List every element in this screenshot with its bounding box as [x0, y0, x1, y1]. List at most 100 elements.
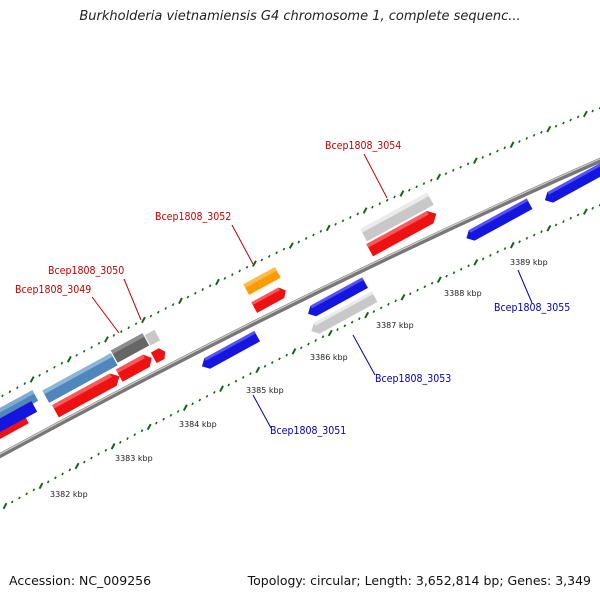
- minor-tick: [422, 182, 426, 185]
- gene-label-bcep1808-3049[interactable]: Bcep1808_3049: [15, 284, 91, 296]
- major-tick: [473, 157, 478, 164]
- minor-tick: [238, 269, 241, 273]
- map-title: Burkholderia vietnamiensis G4 chromosome…: [79, 9, 521, 24]
- minor-tick: [118, 440, 122, 444]
- minor-tick: [385, 198, 389, 202]
- minor-tick: [164, 307, 167, 310]
- gene-bar-forward[interactable]: [52, 370, 123, 418]
- minor-tick: [234, 379, 238, 383]
- minor-tick: [127, 326, 130, 330]
- minor-tick: [562, 121, 565, 125]
- gene-bar-reverse[interactable]: [464, 198, 533, 243]
- minor-tick: [314, 339, 318, 342]
- gene-label-bcep1808-3053[interactable]: Bcep1808_3053: [375, 373, 451, 385]
- minor-tick: [371, 205, 374, 209]
- gene-bar-forward[interactable]: [115, 352, 155, 382]
- major-tick: [38, 482, 44, 490]
- minor-tick: [387, 302, 390, 306]
- gene-bar-forward[interactable]: [251, 285, 288, 313]
- minor-tick: [54, 476, 57, 480]
- minor-tick: [38, 373, 41, 377]
- minor-tick: [554, 124, 558, 128]
- minor-tick: [104, 448, 108, 452]
- minor-tick: [503, 146, 507, 150]
- scale-label-3388: 3388 kbp: [444, 289, 482, 298]
- major-tick: [364, 311, 370, 319]
- minor-tick: [213, 391, 216, 394]
- minor-tick: [356, 212, 360, 216]
- reverse-tick-track: [2, 203, 600, 510]
- minor-tick: [134, 322, 138, 326]
- minor-tick: [496, 250, 500, 254]
- major-tick: [399, 190, 405, 197]
- gene-bar-steel[interactable]: [42, 353, 118, 403]
- gene-bar-reverse[interactable]: [0, 401, 38, 433]
- major-tick: [473, 259, 479, 266]
- major-tick: [400, 294, 406, 301]
- minor-tick: [97, 341, 101, 345]
- minor-tick: [481, 156, 485, 159]
- major-tick: [436, 276, 442, 283]
- major-tick: [66, 355, 72, 363]
- minor-tick: [133, 433, 137, 437]
- sequence-stats-text: Topology: circular; Length: 3,652,814 bp…: [247, 573, 591, 588]
- minor-tick: [10, 500, 14, 504]
- minor-tick: [60, 361, 64, 365]
- major-tick: [2, 502, 8, 510]
- minor-tick: [576, 115, 580, 119]
- gene-label-bcep1808-3054[interactable]: Bcep1808_3054: [325, 140, 401, 152]
- minor-tick: [155, 421, 158, 425]
- major-tick: [509, 241, 515, 249]
- major-tick: [546, 225, 552, 232]
- minor-tick: [25, 492, 28, 496]
- minor-tick: [18, 496, 21, 500]
- gene-label-bcep1808-3051[interactable]: Bcep1808_3051: [270, 425, 346, 437]
- minor-tick: [227, 383, 231, 387]
- minor-tick: [358, 317, 361, 321]
- minor-tick: [562, 220, 565, 223]
- gene-bar-steel[interactable]: [0, 390, 39, 422]
- major-tick: [546, 125, 552, 133]
- gene-label-bcep1808-3055[interactable]: Bcep1808_3055: [494, 302, 570, 314]
- minor-tick: [350, 320, 354, 324]
- minor-tick: [343, 324, 347, 328]
- gene-bar-gray[interactable]: [309, 291, 378, 336]
- chromosome-backbone: [0, 157, 600, 459]
- gene-bar-reverse[interactable]: [199, 330, 261, 372]
- minor-tick: [23, 382, 27, 385]
- gene-label-bcep1808-3050[interactable]: Bcep1808_3050: [48, 265, 124, 277]
- minor-tick: [452, 168, 455, 172]
- minor-tick: [591, 206, 594, 210]
- minor-tick: [46, 480, 50, 484]
- minor-tick: [503, 247, 507, 250]
- minor-tick: [416, 288, 419, 292]
- minor-tick: [540, 130, 543, 134]
- minor-tick: [525, 236, 529, 240]
- gene-bar-forward[interactable]: [150, 346, 168, 364]
- major-tick: [327, 329, 333, 337]
- minor-tick: [532, 133, 536, 137]
- major-tick: [182, 404, 188, 411]
- gene-bar-orange[interactable]: [243, 267, 281, 295]
- minor-tick: [245, 265, 249, 269]
- forward-tick-track: [1, 106, 600, 398]
- gene-label-bcep1808-3052[interactable]: Bcep1808_3052: [155, 211, 231, 223]
- gene-bar-gray[interactable]: [144, 329, 161, 346]
- major-tick: [362, 207, 368, 214]
- minor-tick: [445, 274, 448, 278]
- minor-tick: [263, 364, 267, 368]
- major-tick: [104, 336, 109, 343]
- minor-tick: [297, 240, 301, 244]
- minor-tick: [496, 149, 499, 153]
- minor-tick: [569, 216, 573, 220]
- minor-tick: [75, 353, 79, 357]
- gene-bar-dark[interactable]: [110, 333, 150, 363]
- minor-tick: [532, 233, 536, 237]
- minor-tick: [194, 291, 197, 295]
- minor-tick: [186, 295, 190, 299]
- minor-tick: [53, 365, 56, 369]
- gene-bar-reverse[interactable]: [305, 277, 368, 319]
- gene-bar-forward[interactable]: [366, 208, 439, 257]
- gene-bar-gray[interactable]: [360, 192, 434, 242]
